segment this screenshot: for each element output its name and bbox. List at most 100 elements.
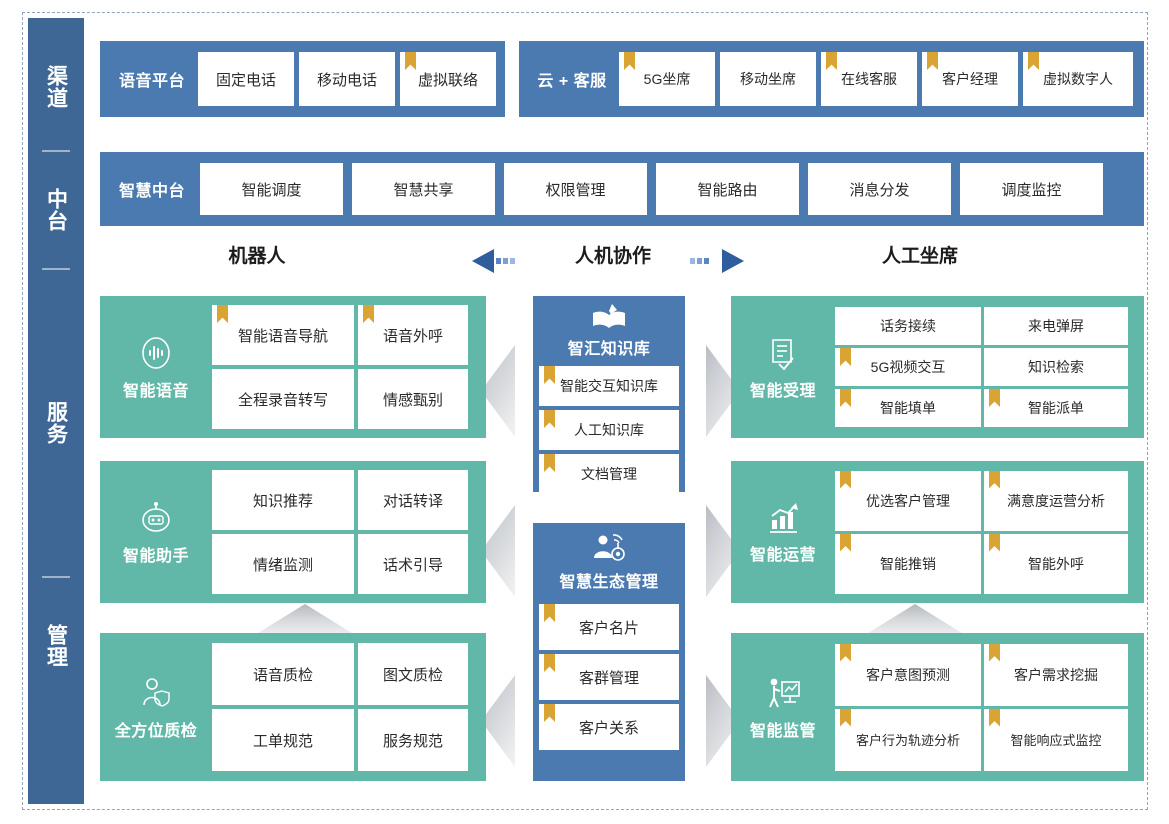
card-label: 客户经理: [942, 71, 998, 87]
card-mobile-seat[interactable]: 移动坐席: [720, 52, 816, 106]
smart-voice-icon-block: 智能语音: [100, 333, 212, 401]
card-virtual-contact[interactable]: 虚拟联络: [400, 52, 496, 106]
card-knowledge-search[interactable]: 知识检索: [984, 348, 1128, 386]
card-smart-sharing[interactable]: 智慧共享: [352, 163, 495, 215]
card-label: 客户意图预测: [866, 666, 950, 683]
card-label: 权限管理: [545, 181, 606, 199]
card-5g-seat[interactable]: 5G坐席: [619, 52, 715, 106]
card-call-continuation[interactable]: 话务接续: [835, 307, 981, 345]
card-script-guidance[interactable]: 话术引导: [358, 534, 468, 594]
card-label: 文档管理: [581, 466, 637, 482]
smart-acceptance-icon-block: 智能受理: [731, 334, 835, 401]
card-online-service[interactable]: 在线客服: [821, 52, 917, 106]
card-smart-outbound-call[interactable]: 智能外呼: [984, 533, 1128, 594]
smart-operations-icon-block: 智能运营: [731, 500, 835, 565]
card-full-recording-transcription[interactable]: 全程录音转写: [212, 369, 354, 429]
panel-smart-operations: 智能运营 优选客户管理 满意度运营分析 智能推销 智能外呼: [731, 461, 1144, 603]
card-label: 移动坐席: [740, 71, 796, 87]
panel-comprehensive-qc: 全方位质检 语音质检 图文质检 工单规范 服务规范: [100, 633, 486, 781]
rail-label-service: 服务: [44, 401, 68, 445]
card-label: 智能路由: [697, 181, 758, 199]
card-label: 智能派单: [1028, 400, 1084, 416]
card-emotion-monitoring[interactable]: 情绪监测: [212, 534, 354, 594]
card-smart-marketing[interactable]: 智能推销: [835, 533, 981, 594]
card-incoming-call-popup[interactable]: 来电弹屏: [984, 307, 1128, 345]
smart-assistant-icon-block: 智能助手: [100, 498, 212, 566]
card-service-standard[interactable]: 服务规范: [358, 709, 468, 771]
knowledge-hub-card-list: 智能交互知识库 人工知识库 文档管理: [539, 366, 679, 494]
card-label: 智能调度: [241, 181, 302, 199]
comprehensive-qc-card-grid: 语音质检 图文质检 工单规范 服务规范: [212, 643, 468, 771]
card-manual-knowledge-base[interactable]: 人工知识库: [539, 410, 679, 450]
card-message-distribution[interactable]: 消息分发: [808, 163, 951, 215]
document-check-icon: [772, 338, 794, 370]
card-label: 满意度运营分析: [1007, 492, 1105, 509]
card-label: 5G坐席: [643, 71, 691, 87]
card-5g-video-interaction[interactable]: 5G视频交互: [835, 348, 981, 386]
card-label: 智能推销: [880, 555, 936, 572]
smart-assistant-card-grid: 知识推荐 对话转译 情绪监测 话术引导: [212, 470, 468, 594]
card-label: 智能语音导航: [237, 327, 328, 345]
smart-voice-title: 智能语音: [122, 383, 189, 400]
card-ticket-standard[interactable]: 工单规范: [212, 709, 354, 771]
smart-supervision-card-grid: 客户意图预测 客户需求挖掘 客户行为轨迹分析 智能响应式监控: [835, 643, 1128, 771]
card-label: 语音外呼: [382, 327, 443, 345]
card-label: 智能填单: [880, 400, 936, 416]
card-permission-management[interactable]: 权限管理: [504, 163, 647, 215]
card-voice-outbound[interactable]: 语音外呼: [358, 305, 468, 365]
card-customer-group-management[interactable]: 客群管理: [539, 654, 679, 700]
card-virtual-digital-human[interactable]: 虚拟数字人: [1023, 52, 1133, 106]
card-mobile-phone[interactable]: 移动电话: [299, 52, 395, 106]
card-emotion-detection[interactable]: 情感甄别: [358, 369, 468, 429]
card-customer-intent-prediction[interactable]: 客户意图预测: [835, 643, 981, 706]
card-label: 来电弹屏: [1028, 318, 1084, 334]
card-preferred-customer-management[interactable]: 优选客户管理: [835, 470, 981, 531]
card-customer-profile[interactable]: 客户名片: [539, 604, 679, 650]
card-interactive-knowledge-base[interactable]: 智能交互知识库: [539, 366, 679, 406]
smart-voice-card-grid: 智能语音导航 语音外呼 全程录音转写 情感甄别: [212, 305, 468, 429]
card-customer-behavior-trajectory-analysis[interactable]: 客户行为轨迹分析: [835, 708, 981, 771]
column-header-robot: 机器人: [228, 246, 286, 267]
smart-ecosystem-header: 智慧生态管理: [533, 531, 685, 592]
card-label: 智慧共享: [393, 181, 454, 199]
rail-divider-3: [42, 576, 70, 578]
card-text-image-quality-check[interactable]: 图文质检: [358, 643, 468, 705]
comprehensive-qc-title: 全方位质检: [114, 723, 198, 740]
card-customer-demand-mining[interactable]: 客户需求挖掘: [984, 643, 1128, 706]
card-smart-dispatch[interactable]: 智能调度: [200, 163, 343, 215]
cloud-service-title: 云 + 客服: [537, 73, 607, 90]
card-fixed-phone[interactable]: 固定电话: [198, 52, 294, 106]
card-smart-ticket-dispatch[interactable]: 智能派单: [984, 389, 1128, 427]
smart-ecosystem-card-list: 客户名片 客群管理 客户关系: [539, 604, 679, 750]
card-customer-relationship[interactable]: 客户关系: [539, 704, 679, 750]
smart-ecosystem-title: 智慧生态管理: [559, 574, 659, 591]
card-dialogue-translation[interactable]: 对话转译: [358, 470, 468, 530]
presenter-board-icon: [769, 678, 800, 707]
column-header-human-agent: 人工坐席: [881, 246, 958, 267]
rail-label-management: 管理: [44, 624, 68, 668]
rail-divider-2: [42, 268, 70, 270]
card-account-manager[interactable]: 客户经理: [922, 52, 1018, 106]
card-label: 语音质检: [252, 666, 313, 684]
rail-label-channel: 渠道: [44, 65, 68, 109]
card-label: 消息分发: [849, 181, 910, 199]
card-document-management[interactable]: 文档管理: [539, 454, 679, 494]
card-smart-voice-navigation[interactable]: 智能语音导航: [212, 305, 354, 365]
person-network-icon: [594, 534, 625, 561]
card-knowledge-recommendation[interactable]: 知识推荐: [212, 470, 354, 530]
card-dispatch-monitoring[interactable]: 调度监控: [960, 163, 1103, 215]
card-satisfaction-operation-analysis[interactable]: 满意度运营分析: [984, 470, 1128, 531]
smart-supervision-icon-block: 智能监管: [731, 674, 835, 741]
knowledge-hub-header: 智汇知识库: [533, 302, 685, 359]
card-smart-responsive-monitoring[interactable]: 智能响应式监控: [984, 708, 1128, 771]
card-label: 话务接续: [880, 318, 936, 334]
arrow-left-icon: [472, 249, 515, 273]
card-smart-routing[interactable]: 智能路由: [656, 163, 799, 215]
middle-platform-title: 智慧中台: [118, 183, 185, 200]
card-label: 智能外呼: [1028, 555, 1084, 572]
card-voice-quality-check[interactable]: 语音质检: [212, 643, 354, 705]
card-label: 人工知识库: [574, 422, 644, 438]
panel-smart-voice: 智能语音 智能语音导航 语音外呼 全程录音转写 情感甄别: [100, 296, 486, 438]
diagram-outer-frame: [22, 12, 1148, 810]
card-smart-form-filling[interactable]: 智能填单: [835, 389, 981, 427]
